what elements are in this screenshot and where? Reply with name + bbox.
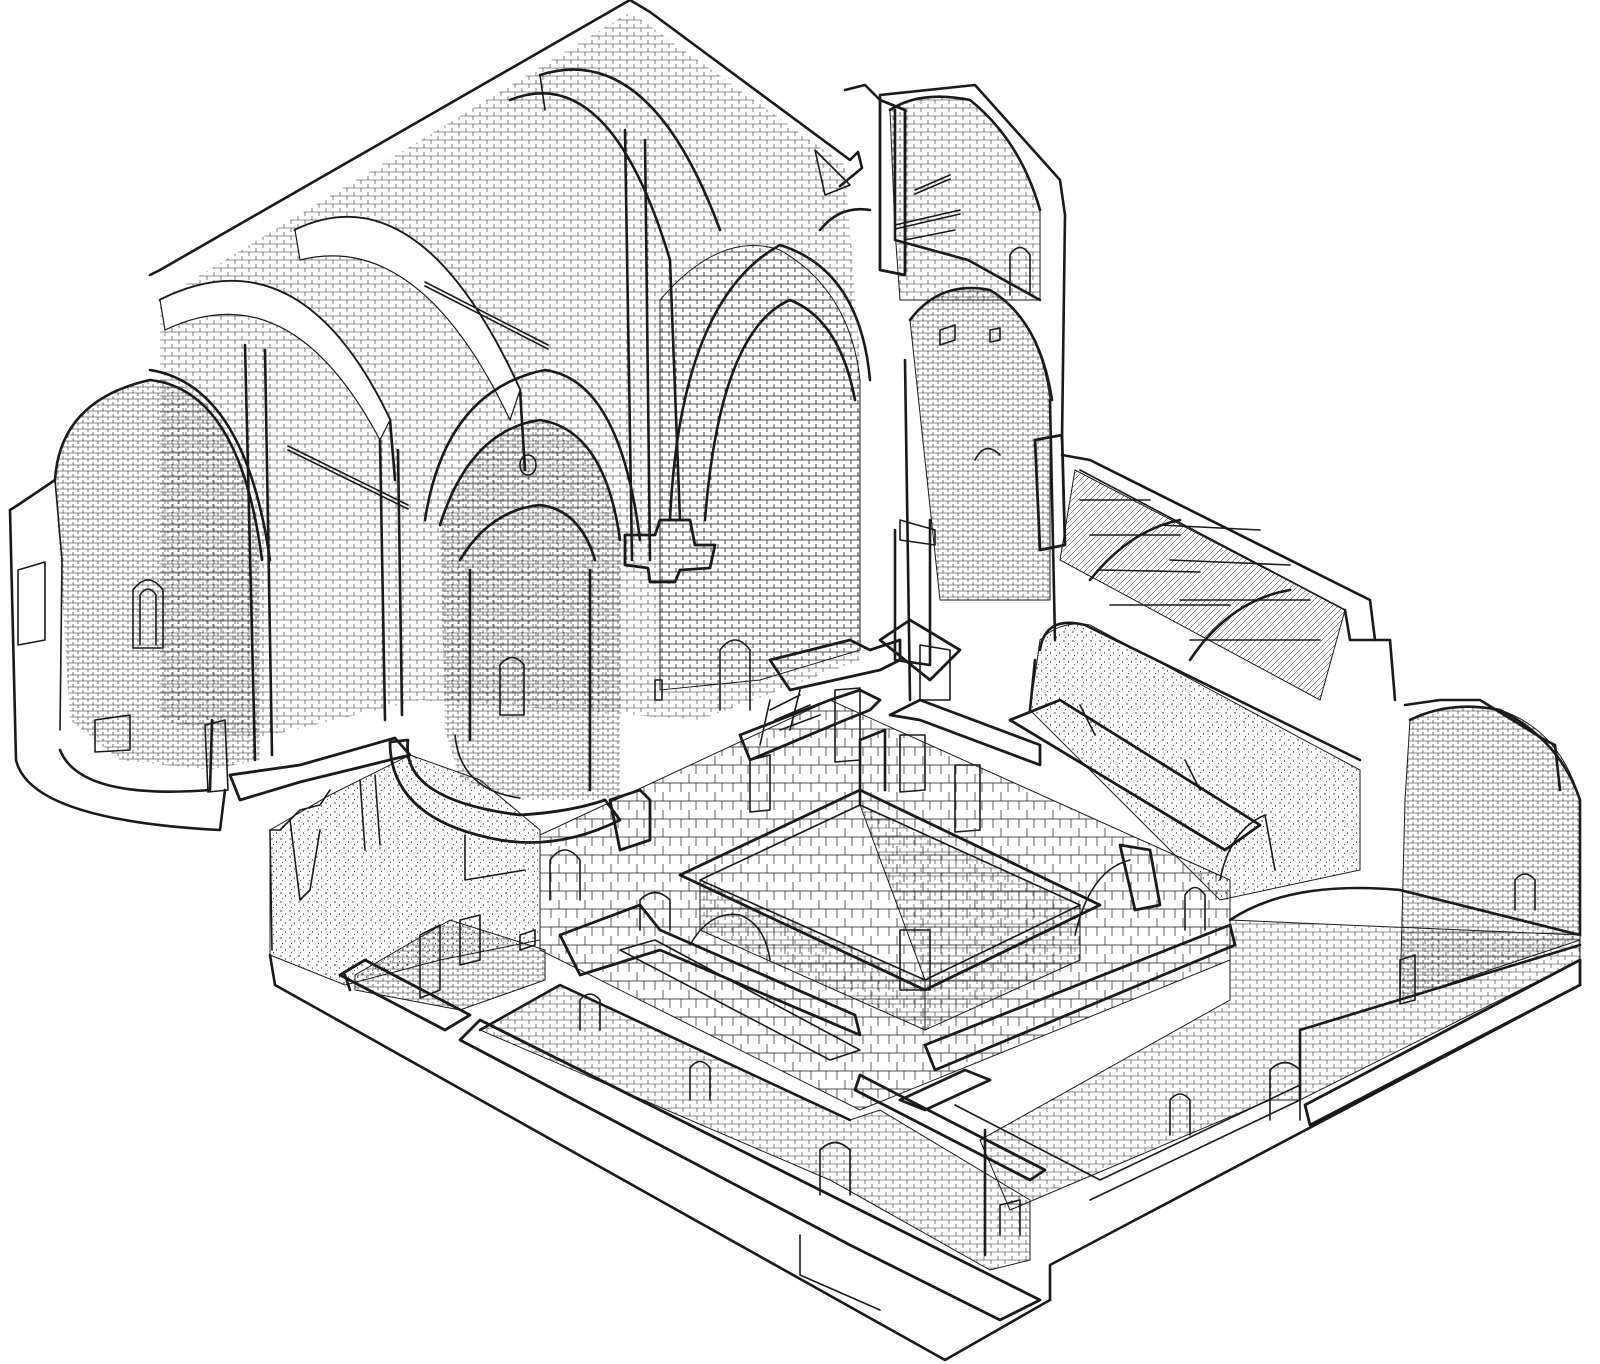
semicircular-apse-north bbox=[8, 368, 272, 832]
south-aisle bbox=[654, 243, 872, 711]
cloister-courtyard bbox=[539, 687, 1237, 1111]
west-range-ruin bbox=[269, 754, 546, 1011]
east-vaulted-hall bbox=[1008, 608, 1397, 901]
transept-corridor bbox=[768, 518, 962, 701]
timber-roof-structure bbox=[1059, 453, 1377, 701]
east-range-hall bbox=[979, 698, 1582, 1211]
floor-plan-cut bbox=[268, 939, 1582, 1362]
bell-tower-section bbox=[814, 83, 1067, 702]
south-range-vaulted-hall bbox=[478, 983, 1031, 1271]
